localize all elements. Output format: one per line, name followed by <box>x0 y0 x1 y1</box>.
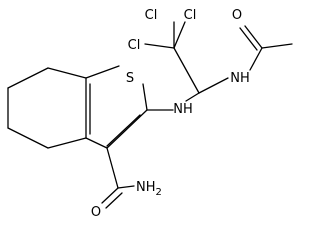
bond-ring-5 <box>47 137 87 149</box>
bond-nh-acetyl <box>249 47 263 71</box>
bond-ring-2 <box>7 67 49 89</box>
bond-carbonyl-o-double <box>105 192 123 209</box>
bond-s-c2 <box>142 83 148 111</box>
oxygen-label-carboxamide: O <box>91 205 101 220</box>
bond-ccl3-cl-right <box>173 21 186 49</box>
nh2-label-main: NH <box>136 180 156 195</box>
cyclohexene-ring <box>7 67 87 149</box>
nh2-label-subscript: 2 <box>156 187 162 198</box>
carboxamide-group <box>101 147 135 209</box>
bond-carbonyl-n <box>117 185 135 189</box>
bond-ccl3-cl-left <box>144 43 175 49</box>
bond-ring-1 <box>47 67 87 79</box>
sulfur-label: S <box>126 71 134 86</box>
bond-c2-c3-double <box>106 114 141 147</box>
chlorine-label-1: Cl <box>145 8 158 23</box>
bond-acetyl-o <box>244 25 263 49</box>
oxygen-label-acetyl: O <box>232 8 242 23</box>
bond-ring-4 <box>7 127 49 149</box>
side-chain <box>144 21 293 111</box>
chlorine-label-3: Cl <box>128 38 141 53</box>
bond-carbonyl-o <box>101 187 119 204</box>
bond-acetyl-methyl <box>261 43 293 49</box>
chlorine-label-2: Cl <box>184 8 197 23</box>
bond-c7a-s <box>85 65 120 79</box>
nh-label-link: NH <box>173 102 193 117</box>
bond-c3-c3a <box>85 137 108 149</box>
bond-ch-ccl3 <box>173 47 200 94</box>
bond-acetyl-o-double <box>239 27 258 51</box>
nh2-label: NH2 <box>136 180 162 198</box>
thiophene-ring <box>85 65 148 149</box>
bond-c3-carbonyl <box>106 147 119 189</box>
molecule-drawing: Cl Cl Cl O NH S NH O NH2 <box>7 8 293 220</box>
bond-ch-nh-amide <box>198 77 229 94</box>
bond-nh-ch <box>185 92 200 102</box>
bond-c2-c3 <box>106 109 148 149</box>
structure-diagram: Cl Cl Cl O NH S NH O NH2 <box>7 8 293 220</box>
nh-label-amide: NH <box>230 71 250 86</box>
